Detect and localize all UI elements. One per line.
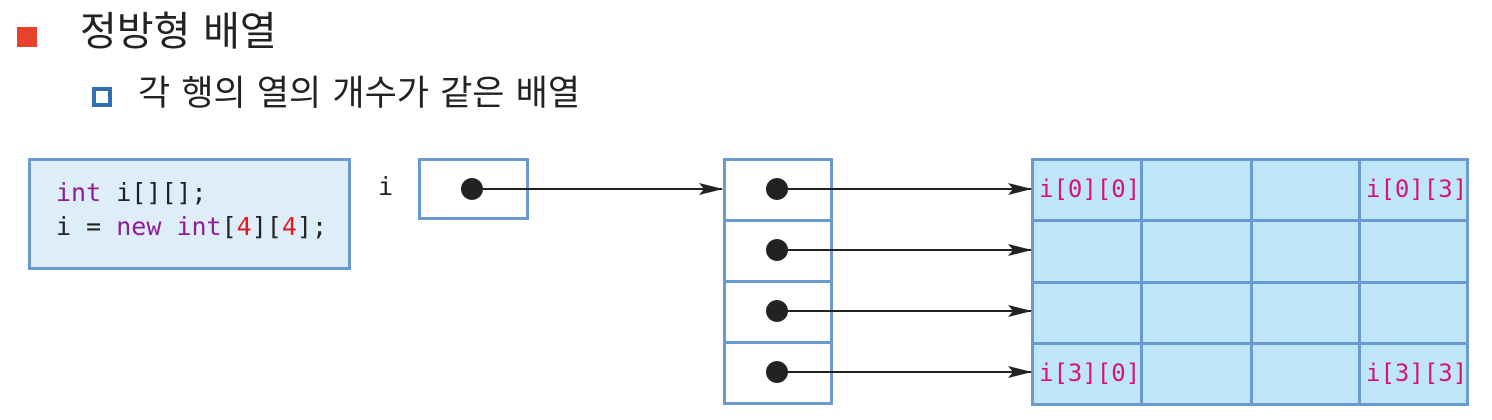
code-number: 4 (281, 212, 297, 241)
variable-label: i (378, 172, 394, 201)
reference-arrow (461, 178, 723, 200)
grid-line (1034, 342, 1466, 345)
sub-bullet-icon (92, 87, 112, 107)
code-text: ][ (251, 212, 282, 241)
row-arrow (766, 300, 1032, 322)
grid-line (1034, 219, 1466, 222)
cell-label-r3c3: i[3][3] (1366, 359, 1468, 387)
grid-line (1034, 281, 1466, 284)
code-line-allocation: i = new int[4][4]; (56, 211, 327, 243)
code-text: i = (56, 212, 117, 241)
code-keyword: int (56, 178, 102, 207)
row-arrow (766, 239, 1032, 261)
cell-label-r3c0: i[3][0] (1039, 359, 1141, 387)
array-grid: i[0][0] i[0][3] i[3][0] i[3][3] (1031, 158, 1469, 406)
code-line-declaration: int i[][]; (56, 177, 207, 209)
cell-label-r0c0: i[0][0] (1039, 175, 1141, 203)
code-keyword: new (116, 212, 162, 241)
code-number: 4 (236, 212, 252, 241)
code-text: i[][]; (101, 178, 207, 207)
row-arrow (766, 178, 1032, 200)
cell-label-r0c3: i[0][3] (1366, 175, 1468, 203)
row-arrow (766, 361, 1032, 383)
code-keyword: int (176, 212, 222, 241)
code-text: ]; (296, 212, 327, 241)
main-bullet-icon (17, 27, 37, 47)
code-box: int i[][]; i = new int[4][4]; (28, 158, 351, 270)
slide-subtitle: 각 행의 열의 개수가 같은 배열 (138, 74, 581, 114)
code-text: [ (221, 212, 237, 241)
slide-title: 정방형 배열 (80, 9, 277, 55)
